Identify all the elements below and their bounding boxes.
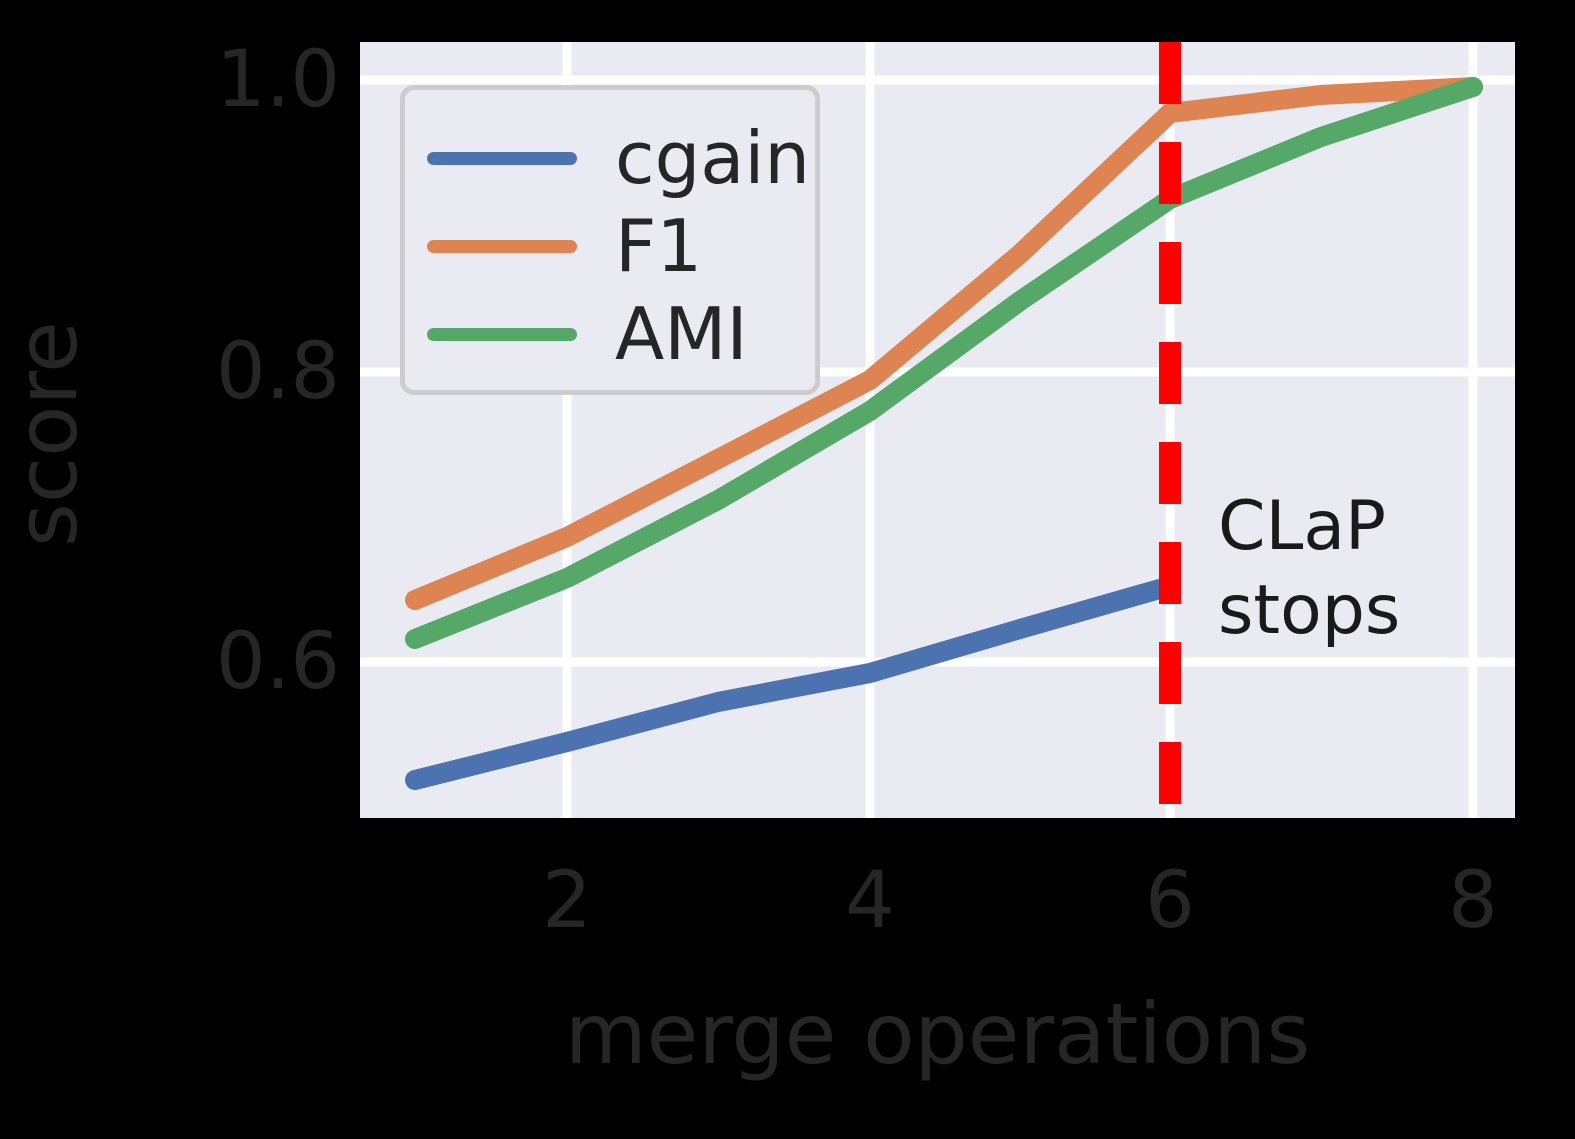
legend-swatch-f1 — [427, 239, 577, 253]
series-line-cgain — [405, 576, 1180, 790]
legend-swatch-ami — [427, 327, 577, 341]
clap-stops-annotation: CLaP stops — [1218, 485, 1515, 653]
chart-legend: cgain F1 AMI — [400, 85, 820, 395]
legend-item-ami: AMI — [405, 290, 815, 378]
y-tick-label: 0.8 — [215, 327, 340, 417]
x-tick-label: 2 — [542, 856, 592, 946]
x-tick-label: 6 — [1145, 856, 1195, 946]
legend-swatch-cgain — [427, 151, 577, 165]
legend-label-f1: F1 — [615, 204, 703, 288]
plot-canvas — [360, 42, 1515, 818]
plot-area: CLaP stops cgain F1 AMI — [360, 42, 1515, 818]
y-tick-label: 0.6 — [215, 617, 340, 707]
x-tick-label: 8 — [1448, 856, 1498, 946]
y-axis-label: score — [0, 321, 96, 547]
legend-label-cgain: cgain — [615, 116, 811, 200]
x-axis-label: merge operations — [564, 985, 1311, 1083]
legend-label-ami: AMI — [615, 292, 748, 376]
legend-item-f1: F1 — [405, 202, 815, 290]
annotation-line-2: stops — [1218, 571, 1401, 650]
y-tick-label: 1.0 — [215, 35, 340, 125]
series-line-f1 — [405, 77, 1483, 610]
x-tick-label: 4 — [845, 856, 895, 946]
annotation-line-1: CLaP — [1218, 487, 1387, 566]
legend-item-cgain: cgain — [405, 114, 815, 202]
series-line-ami — [405, 77, 1483, 649]
